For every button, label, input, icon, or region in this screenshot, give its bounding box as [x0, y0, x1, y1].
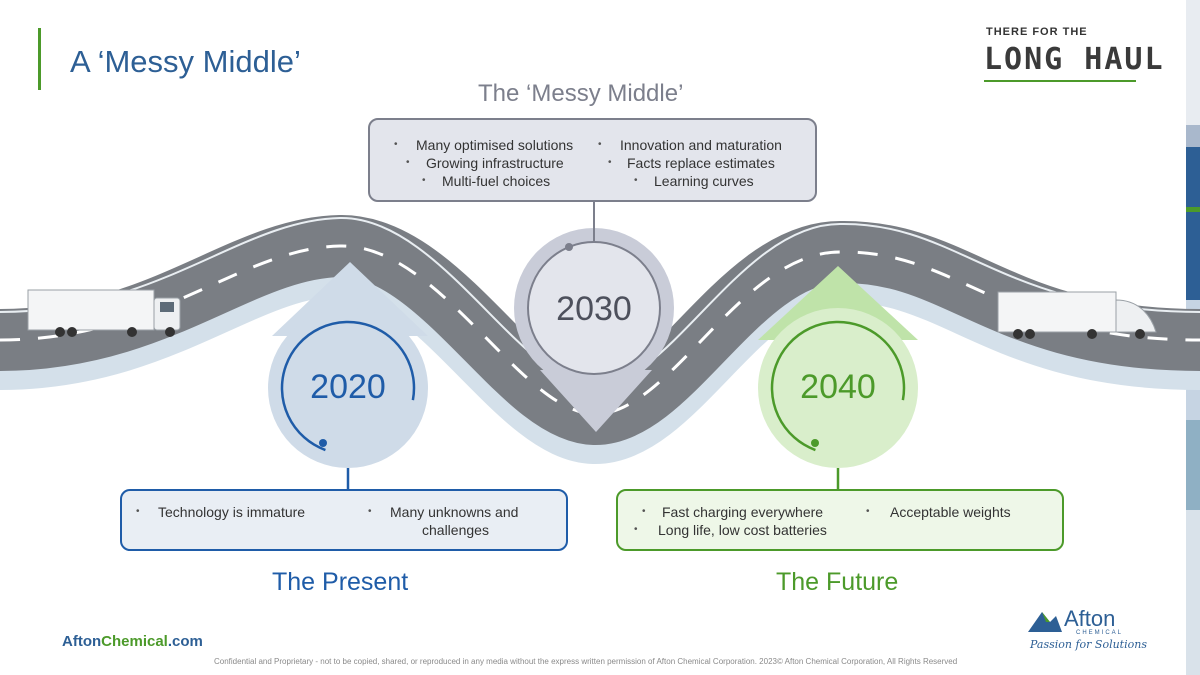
bullet-text: Facts replace estimates: [627, 155, 775, 171]
bullet-text: Long life, low cost batteries: [658, 522, 827, 538]
bullet-text: challenges: [422, 522, 489, 538]
milestone-2030-marker: [514, 200, 674, 432]
bullet-text: Growing infrastructure: [426, 155, 564, 171]
future-box: • Fast charging everywhere • Acceptable …: [616, 489, 1064, 551]
logo-text: Passion for Solutions: [1030, 638, 1147, 651]
legal-notice: Confidential and Proprietary - not to be…: [214, 657, 958, 666]
milestone-2020-marker: [268, 262, 428, 490]
present-box: • Technology is immature • Many unknowns…: [120, 489, 568, 551]
milestone-2040-marker: [758, 266, 918, 490]
logo-text: THERE FOR THE: [986, 26, 1088, 38]
future-label: The Future: [776, 568, 899, 596]
bullet-text: Fast charging everywhere: [662, 504, 824, 520]
logo-text: Afton: [1064, 606, 1116, 631]
mountain-icon: [1028, 612, 1062, 632]
truck-icon-left: [27, 289, 181, 337]
present-label: The Present: [272, 568, 409, 596]
afton-logo: Afton CHEMICAL Passion for Solutions: [1028, 606, 1148, 654]
bullet-text: Multi-fuel choices: [442, 173, 551, 189]
slide-title: A ‘Messy Middle’: [70, 44, 301, 79]
footer-brand-a: Afton: [62, 633, 102, 650]
messy-middle-box: • Many optimised solutions • Innovation …: [368, 118, 817, 202]
logo-text: LONG HAUL: [984, 42, 1165, 77]
bullet-text: Innovation and maturation: [620, 137, 782, 153]
year-2020: 2020: [310, 368, 386, 406]
footer-website-link[interactable]: AftonChemical.com: [62, 633, 203, 650]
electric-truck-icon-right: [997, 291, 1157, 339]
bullet-text: Learning curves: [654, 173, 754, 189]
logo-text: CHEMICAL: [1076, 630, 1124, 636]
longhaul-logo: THERE FOR THE LONG HAUL: [984, 24, 1163, 88]
year-2030: 2030: [556, 290, 632, 328]
year-2040: 2040: [800, 368, 876, 406]
bullet-text: Many unknowns and: [390, 504, 519, 520]
bullet-text: Technology is immature: [158, 504, 306, 520]
bullet-text: Many optimised solutions: [416, 137, 574, 153]
bullet-text: Acceptable weights: [890, 504, 1011, 520]
footer-brand-b: Chemical: [101, 633, 168, 650]
messy-middle-heading: The ‘Messy Middle’: [478, 80, 684, 107]
footer-brand-c: .com: [167, 633, 203, 650]
title-accent-rule: [38, 28, 41, 90]
road-center-line: [0, 244, 1200, 416]
